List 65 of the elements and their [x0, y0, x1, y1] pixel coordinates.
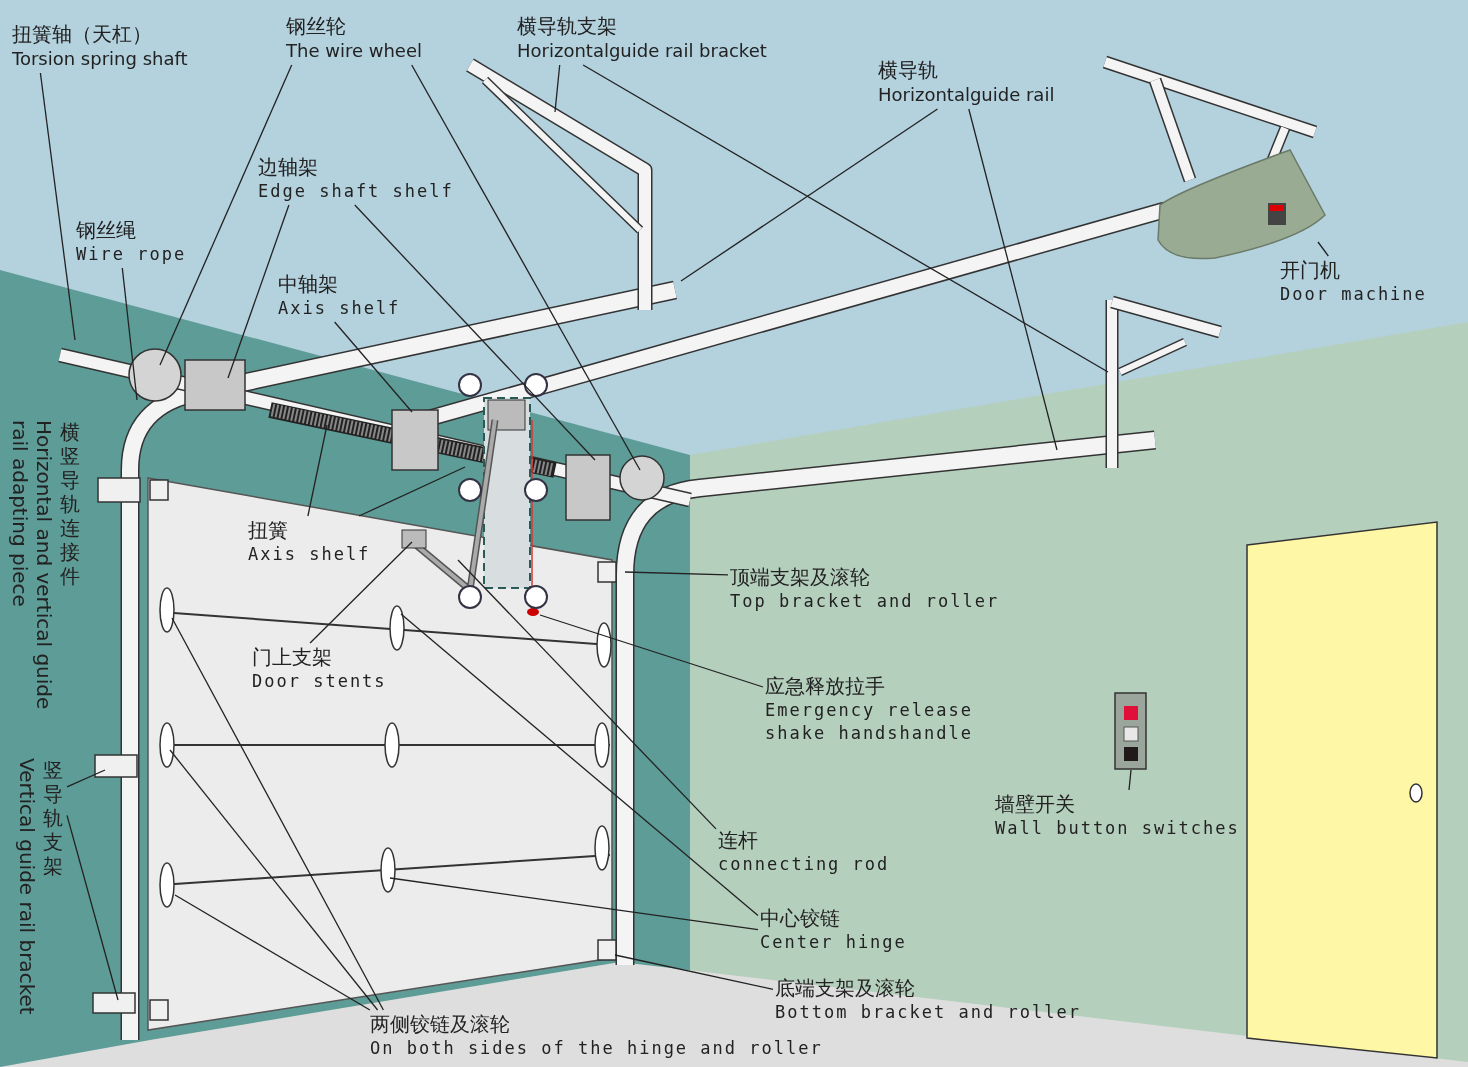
chinese-caption: 中轴架	[278, 272, 339, 297]
leader-line	[227, 204, 290, 379]
chinese-caption: 横导轨支架	[517, 14, 618, 39]
chinese-caption: 钢丝绳	[76, 218, 137, 243]
leader-line	[457, 559, 717, 830]
english-caption: Horizontal and vertical guide rail adapting piece	[8, 420, 56, 710]
chinese-caption: 应急释放拉手	[765, 674, 886, 699]
chinese-caption: 连杆	[718, 828, 759, 853]
english-caption: Vertical guide rail bracket	[15, 758, 39, 1017]
english-caption: On both sides of the hinge and roller	[370, 1037, 823, 1060]
chinese-caption: 横导轨	[878, 58, 939, 83]
leader-line	[66, 814, 119, 1001]
english-caption: Horizontalguide rail bracket	[517, 39, 767, 63]
leader-line	[309, 541, 413, 644]
chinese-caption: 底端支架及滚轮	[775, 976, 916, 1001]
leader-line	[333, 321, 413, 413]
english-caption: Top bracket and roller	[730, 590, 1000, 613]
chinese-caption: 扭簧轴（天杠）	[12, 22, 153, 47]
leader-line	[624, 571, 729, 576]
leader-line	[121, 267, 138, 401]
leader-line	[159, 64, 293, 366]
english-caption: Door stents	[252, 670, 387, 693]
leader-line	[582, 64, 1109, 373]
leader-line	[554, 64, 561, 113]
leader-line	[968, 108, 1058, 451]
leader-line	[1128, 769, 1132, 791]
english-caption: connecting rod	[718, 853, 890, 876]
chinese-caption: 门上支架	[252, 645, 333, 670]
leader-line	[1317, 241, 1329, 257]
english-caption: Axis shelf	[278, 297, 401, 320]
chinese-caption: 边轴架	[258, 155, 319, 180]
leader-line	[39, 72, 76, 341]
leader-line	[169, 749, 379, 1011]
leader-line	[307, 424, 328, 517]
english-caption: Door machine	[1280, 283, 1427, 306]
leader-line	[614, 954, 774, 990]
chinese-caption: 两侧铰链及滚轮	[370, 1012, 511, 1037]
english-caption: The wire wheel	[286, 39, 422, 63]
leader-line	[171, 617, 385, 1011]
leader-line	[539, 614, 764, 688]
chinese-caption: 竖导轨支架	[43, 758, 64, 878]
leader-line	[400, 613, 759, 917]
english-caption: Wall button switches	[995, 817, 1240, 840]
english-caption: Wire rope	[76, 243, 187, 266]
english-caption: Horizontalguide rail	[878, 83, 1055, 107]
chinese-caption: 顶端支架及滚轮	[730, 565, 871, 590]
english-caption: Bottom bracket and roller	[775, 1001, 1081, 1024]
leader-line	[66, 769, 106, 788]
chinese-caption: 扭簧	[248, 518, 289, 543]
chinese-caption: 墙壁开关	[995, 792, 1076, 817]
chinese-caption: 开门机	[1280, 258, 1341, 283]
english-caption: Torsion spring shaft	[12, 47, 188, 71]
leader-line	[680, 108, 939, 282]
chinese-caption: 中心铰链	[760, 906, 841, 931]
leader-line	[411, 64, 641, 471]
leader-line	[389, 877, 759, 931]
leader-line	[174, 894, 371, 1011]
chinese-caption: 钢丝轮	[286, 14, 347, 39]
english-caption: Edge shaft shelf	[258, 180, 454, 203]
chinese-caption: 横竖导轨连接件	[60, 420, 81, 588]
english-caption: Axis shelf	[248, 543, 371, 566]
english-caption: Emergency release shake handshandle	[765, 699, 974, 745]
leader-line	[358, 466, 466, 517]
english-caption: Center hinge	[760, 931, 907, 954]
leader-line	[354, 204, 596, 461]
